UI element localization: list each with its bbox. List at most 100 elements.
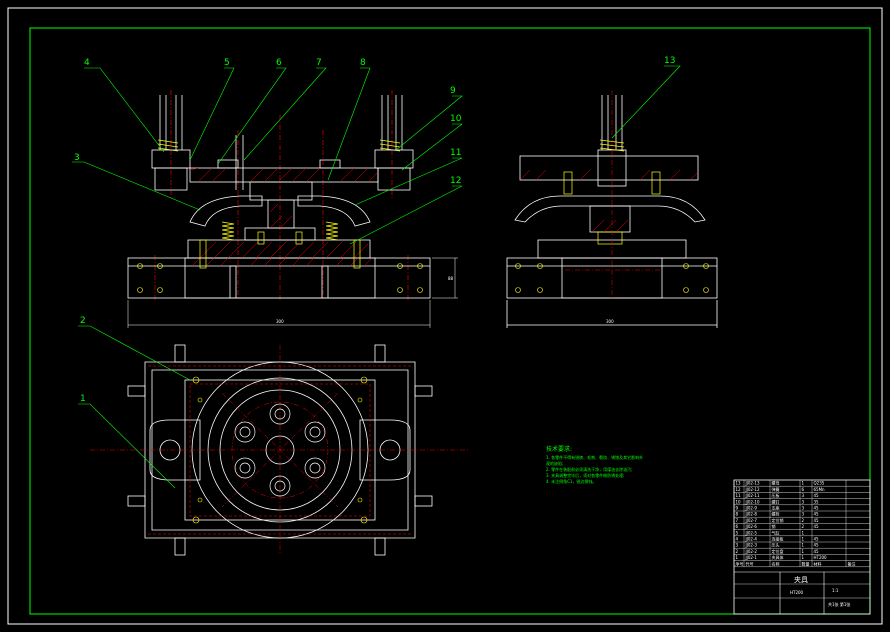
bom-cell: 3 — [802, 493, 805, 498]
bom-cell: 2 — [736, 549, 739, 554]
bom-cell: 8 — [736, 512, 739, 517]
top-view — [90, 344, 470, 556]
bom-cell: 7 — [736, 518, 739, 523]
bom-cell: JJ02-9 — [745, 506, 758, 511]
note-line-1: 1. 各零件不得有锐棱、毛刺、裂纹、锈蚀及其它影响外 — [546, 454, 643, 460]
material-value: HT200 — [790, 590, 804, 595]
sheet-value: 共1张 第1张 — [828, 601, 850, 607]
bom-cell: JJ02-3 — [745, 543, 758, 548]
outer-frame — [7, 7, 883, 625]
bom-header-cell: 代号 — [746, 560, 754, 566]
side-width-dim: 300 — [606, 319, 614, 324]
balloon-11: 11 — [450, 148, 461, 158]
bom-header-cell: 备注 — [848, 560, 856, 566]
bom-header-cell: 名称 — [772, 560, 780, 566]
balloon-6: 6 — [276, 58, 282, 68]
bom-cell: 10 — [736, 499, 742, 504]
bom-cell: JJ02-8 — [745, 512, 758, 517]
balloon-10: 10 — [450, 114, 462, 124]
bom-cell: JJ02-13 — [745, 481, 760, 486]
balloon-1: 1 — [80, 394, 86, 404]
bom-cell: JJ02-4 — [745, 537, 758, 542]
bom-cell: Q235 — [814, 481, 825, 486]
leaders — [72, 65, 681, 489]
side-view: 300 — [506, 90, 718, 328]
note-line-2: 观的缺陷; — [546, 460, 563, 466]
bom-cell: JJ02-5 — [745, 530, 758, 535]
bom-cell: 3 — [736, 543, 739, 548]
bom-cell: 1 — [802, 537, 805, 542]
front-width-dim: 300 — [276, 319, 284, 324]
bom-cell: 12 — [736, 487, 742, 492]
balloon-13: 13 — [664, 56, 675, 66]
note-line-3: 2. 零件在装配前必须清洗干净，用煤油去除油污; — [546, 466, 632, 472]
bom-cell: JJ02-6 — [745, 524, 758, 529]
bom-cell: 3 — [802, 512, 805, 517]
front-height-dim: 88 — [448, 276, 454, 281]
bom-cell: 定位销 — [772, 517, 784, 523]
bom-cell: 1 — [802, 481, 805, 486]
bom-cell: 35 — [814, 499, 820, 504]
bom-cell: 1 — [736, 555, 739, 560]
bom-cell: JJ02-1 — [745, 555, 758, 560]
bom-cell: 1 — [802, 555, 805, 560]
bom-cell: 压头 — [772, 542, 780, 548]
bom-cell: 13 — [736, 481, 742, 486]
bom-cell: 65Mn — [814, 487, 826, 492]
bom-cell: 3 — [802, 499, 805, 504]
balloon-3: 3 — [74, 153, 80, 163]
bom-cell: 定位盘 — [772, 548, 784, 554]
bom-cell: JJ02-7 — [745, 518, 758, 523]
bom-header-cell: 数量 — [802, 560, 810, 566]
bom-cell: 连接板 — [772, 536, 784, 542]
bom-cell: JJ02-12 — [745, 487, 760, 492]
bom-cell: 4 — [736, 537, 739, 542]
bom-cell: 11 — [736, 493, 742, 498]
bom-cell: 45 — [814, 506, 820, 511]
balloon-4: 4 — [84, 58, 90, 68]
notes-title: 技术要求: — [546, 445, 572, 453]
bom-cell: 3 — [802, 506, 805, 511]
bom-cell: 1 — [802, 530, 805, 535]
bom-cell: 1 — [802, 543, 805, 548]
note-line-4: 3. 夹具调整完毕后，须对各零件做防锈处理; — [546, 472, 624, 478]
bom-cell: 45 — [814, 543, 820, 548]
front-view: 300 88 — [127, 90, 458, 328]
technical-notes: 技术要求: 1. 各零件不得有锐棱、毛刺、裂纹、锈蚀及其它影响外 观的缺陷; 2… — [546, 445, 643, 484]
note-line-5: 4. 未注倒角C1，锐边倒钝。 — [546, 478, 596, 484]
bom-cell: 6 — [736, 524, 739, 529]
balloon-9: 9 — [450, 86, 456, 96]
bom-cell: 弹簧 — [772, 486, 780, 492]
bom-cell: 夹具体 — [772, 554, 784, 560]
bom-cell: JJ02-11 — [745, 493, 760, 498]
bom-cell: 支座 — [772, 505, 780, 511]
bom-cell: 气缸 — [772, 529, 780, 535]
bom-cell: HT200 — [814, 555, 828, 560]
bom-cell: 螺母 — [772, 480, 780, 486]
bom-cell: 45 — [814, 493, 820, 498]
balloon-8: 8 — [360, 58, 366, 68]
bom-cell: 螺钉 — [772, 498, 780, 504]
balloon-7: 7 — [316, 58, 322, 68]
bom-cell: 45 — [814, 524, 820, 529]
bom-cell: 5 — [736, 530, 739, 535]
bom-cell: 1 — [802, 549, 805, 554]
scale-value: 1:1 — [832, 588, 839, 593]
bom-cell: JJ02-10 — [745, 499, 760, 504]
bom-cell: 45 — [814, 537, 820, 542]
bom-header-cell: 材料 — [814, 560, 822, 566]
balloon-numbers: 4 5 6 7 8 9 10 11 12 3 2 1 13 — [74, 56, 675, 404]
drawing-title: 夹具 — [794, 575, 808, 584]
bom-cell: 2 — [802, 518, 805, 523]
bom-cell: 销 — [772, 523, 776, 529]
bom-cell: JJ02-2 — [745, 549, 758, 554]
balloon-2: 2 — [80, 316, 86, 326]
bom-cell: 6 — [802, 487, 805, 492]
bom-cell: 压板 — [772, 492, 780, 498]
bom-cell: 螺栓 — [772, 511, 780, 517]
bom-cell: 9 — [736, 506, 739, 511]
bom-cell: 45 — [814, 512, 820, 517]
balloon-5: 5 — [224, 58, 230, 68]
bom-cell: 2 — [802, 524, 805, 529]
